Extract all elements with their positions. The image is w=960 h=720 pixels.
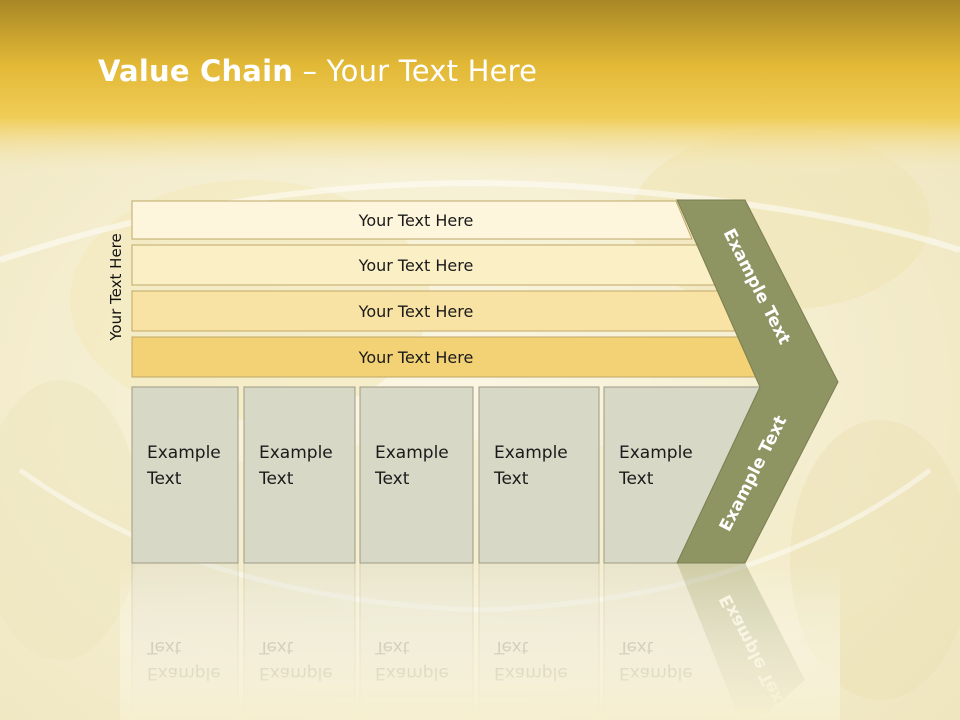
activity-box-label-line2: Text [146,469,182,489]
activity-box-label-line1: Example [494,443,568,463]
activity-box [243,386,356,564]
activity-box-label-line2: Text [618,469,654,489]
activity-box-label-line1: Example [259,443,333,463]
activity-box-label-line1: Example [375,443,449,463]
activity-box [131,386,239,564]
support-bar-label: Your Text Here [358,211,474,230]
margin-chevron-shape [676,199,839,564]
activity-box-label-line2: Text [374,469,410,489]
activity-box [359,386,474,564]
activity-box-label-line1: Example [147,443,221,463]
support-bar-label: Your Text Here [358,256,474,275]
support-bar [131,200,693,240]
slide-title: Value Chain – Your Text Here [98,54,537,88]
support-bar-label: Your Text Here [358,302,474,321]
slide-title-rest: – Your Text Here [293,54,538,88]
activity-box-label-line2: Text [493,469,529,489]
activity-box-label-line2: Text [258,469,294,489]
activity-box-label-line1: Example [619,443,693,463]
slide-title-bold: Value Chain [98,54,294,88]
activity-box [478,386,600,564]
support-bar-label: Your Text Here [358,348,474,367]
reflection-fade [120,565,840,720]
